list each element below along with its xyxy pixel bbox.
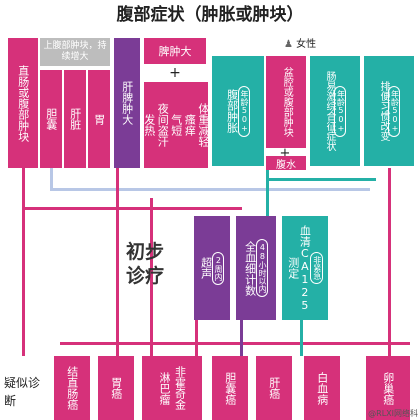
ibs-box: 肠易激综合征症状 年龄50+ <box>310 56 360 166</box>
diagnosis-leukemia: 白血病 <box>304 356 340 420</box>
within-2-weeks-pill: 2周内 <box>211 251 224 285</box>
diagnosis-label: 胃癌 <box>109 377 123 399</box>
liver-label: 肝脏 <box>68 108 82 130</box>
ca125-box: 测定 血清CA125 非紧急 <box>282 216 328 320</box>
connector <box>240 318 243 356</box>
symptom-night-sweats: 夜间盗汗 <box>156 103 170 147</box>
diagnosis-label: 肝癌 <box>267 377 281 399</box>
abdominal-distension-box: 腹部肿胀 年龄50+ <box>212 56 264 166</box>
diagnosis-label: 胆囊癌 <box>223 371 237 405</box>
measure-label: 测定 <box>286 257 300 279</box>
upper-abdomen-box: 上腹部肿块，持续增大 <box>40 38 110 66</box>
hepatosplenomegaly-box: 肝脾肿大 <box>114 38 140 168</box>
symptom-weight-loss: 体重减轻 <box>196 103 208 147</box>
hepatosplenomegaly-label: 肝脾肿大 <box>120 81 134 125</box>
diagnosis-gallbladder: 胆囊癌 <box>212 356 248 420</box>
symptom-itching: 瘙痒 <box>183 114 197 136</box>
diagnosis-liver: 肝癌 <box>256 356 292 420</box>
ultrasound-label: 超声 <box>199 257 213 279</box>
diagnosis-label: 淋巴瘤 <box>158 371 171 405</box>
connector <box>50 168 53 190</box>
cbc-label: 全血细计数 <box>243 240 257 296</box>
non-urgent-pill: 非紧急 <box>310 252 323 284</box>
diagnosis-gastric: 胃癌 <box>98 356 134 420</box>
within-48h-pill: 48小时以内 <box>255 239 268 297</box>
suspected-diagnosis-label: 疑似诊断 <box>4 376 41 408</box>
ascites-box: 腹水 <box>266 156 306 170</box>
bowel-change-label: 排便习惯改变 <box>378 81 390 141</box>
connector <box>116 166 119 356</box>
connector <box>300 318 303 356</box>
gallbladder-label: 胆囊 <box>44 108 58 130</box>
diagnosis-label: 结直肠癌 <box>65 366 79 410</box>
diagnosis-lymphoma: 淋巴瘤 非霍奇金 <box>142 356 202 420</box>
diagnosis-label: 非霍奇金 <box>173 366 187 410</box>
ca125-label: 血清CA125 <box>298 224 312 312</box>
watermark: @RLXI网络科 <box>368 409 418 418</box>
connector <box>266 166 269 218</box>
connector <box>195 318 198 356</box>
plus-sign-2: + <box>279 146 291 161</box>
bowel-change-box: 排便习惯改变 年龄50+ <box>364 56 414 166</box>
connector <box>22 166 25 356</box>
stomach-label: 胃 <box>92 113 106 125</box>
diagnosis-label: 卵巢癌 <box>381 371 395 405</box>
female-label: ♟ 女性 <box>284 38 354 52</box>
ibs-label: 肠易激综合征症状 <box>324 71 336 151</box>
pelvic-mass-label: 盆腔或腹部肿块 <box>281 67 293 137</box>
rectal-mass-label: 直肠或腹部肿块 <box>16 64 30 142</box>
plus-sign: + <box>169 65 181 81</box>
ultrasound-box: 超声 2周内 <box>194 216 230 320</box>
upper-abdomen-label: 上腹部肿块，持续增大 <box>43 41 107 62</box>
connector <box>60 342 410 345</box>
page-title: 腹部症状（肿胀或肿块） <box>116 5 304 25</box>
female-text: 女性 <box>296 39 317 50</box>
liver-box: 肝脏 <box>64 70 86 168</box>
connector <box>50 188 370 191</box>
age-pill: 年龄50+ <box>388 85 401 137</box>
diagnosis-ovarian: 卵巢癌 <box>366 356 410 420</box>
connector <box>266 178 376 181</box>
pelvic-mass-box: 盆腔或腹部肿块 <box>266 56 306 148</box>
systemic-symptoms-box: 发热 夜间盗汗 气短 瘙痒 体重减轻 <box>144 82 208 168</box>
age-pill: 年龄50+ <box>334 85 347 137</box>
symptom-short-breath: 气短 <box>169 114 183 136</box>
connector <box>22 207 242 210</box>
stomach-box: 胃 <box>88 70 110 168</box>
diagnosis-colorectal: 结直肠癌 <box>54 356 90 420</box>
gallbladder-box: 胆囊 <box>40 70 62 168</box>
splenomegaly-label: 脾肿大 <box>158 45 192 58</box>
preliminary-care-label: 初步诊疗 <box>125 241 164 287</box>
connector <box>388 168 391 356</box>
cbc-box: 全血细计数 48小时以内 <box>236 216 276 320</box>
female-icon: ♟ <box>284 39 293 50</box>
connector <box>150 198 153 356</box>
diagnosis-label: 白血病 <box>315 371 329 405</box>
age-pill: 年龄50+ <box>237 85 250 137</box>
rectal-mass-box: 直肠或腹部肿块 <box>8 38 38 168</box>
symptom-fever: 发热 <box>144 114 156 136</box>
ascites-label: 腹水 <box>276 159 296 171</box>
abdominal-distension-label: 腹部肿胀 <box>225 89 239 133</box>
splenomegaly-box: 脾肿大 <box>144 38 206 64</box>
